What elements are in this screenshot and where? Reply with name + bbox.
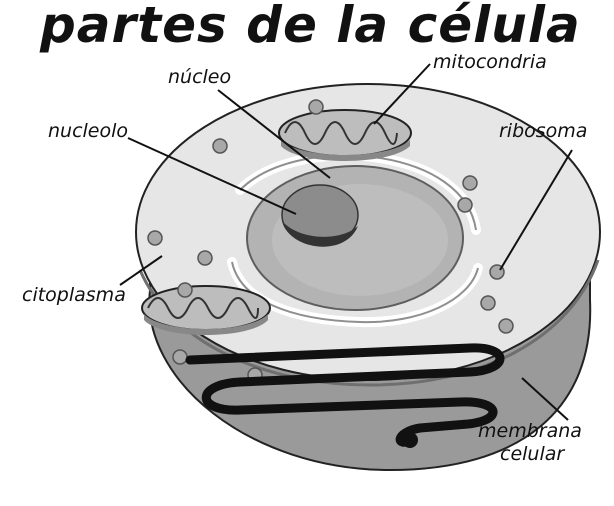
strand-end <box>402 432 418 448</box>
pointer-lines <box>119 63 573 421</box>
pointer-ribosoma <box>499 149 573 271</box>
mitochondria-top <box>278 109 412 161</box>
label-ribosoma: ribosoma <box>499 120 588 142</box>
mitochondria-left <box>141 285 271 335</box>
pointer-nucleolo <box>127 137 297 215</box>
label-citoplasma: citoplasma <box>22 284 126 306</box>
label-mitocondria: mitocondria <box>433 51 547 73</box>
nucleolus-shadow <box>283 222 358 247</box>
label-nucleolo: nucleolo <box>48 120 129 142</box>
page-title: partes de la célula <box>40 0 581 54</box>
coiled-strand <box>185 343 505 447</box>
pointer-mitocondria <box>373 63 431 125</box>
ribosomes <box>147 99 514 383</box>
pointer-membrana <box>521 377 569 421</box>
label-membrana: membrana <box>478 420 582 442</box>
pointer-citoplasma <box>119 255 163 286</box>
label-nucleo: núcleo <box>168 66 232 88</box>
label-celular: celular <box>500 443 565 465</box>
pointer-nucleo <box>217 89 331 179</box>
